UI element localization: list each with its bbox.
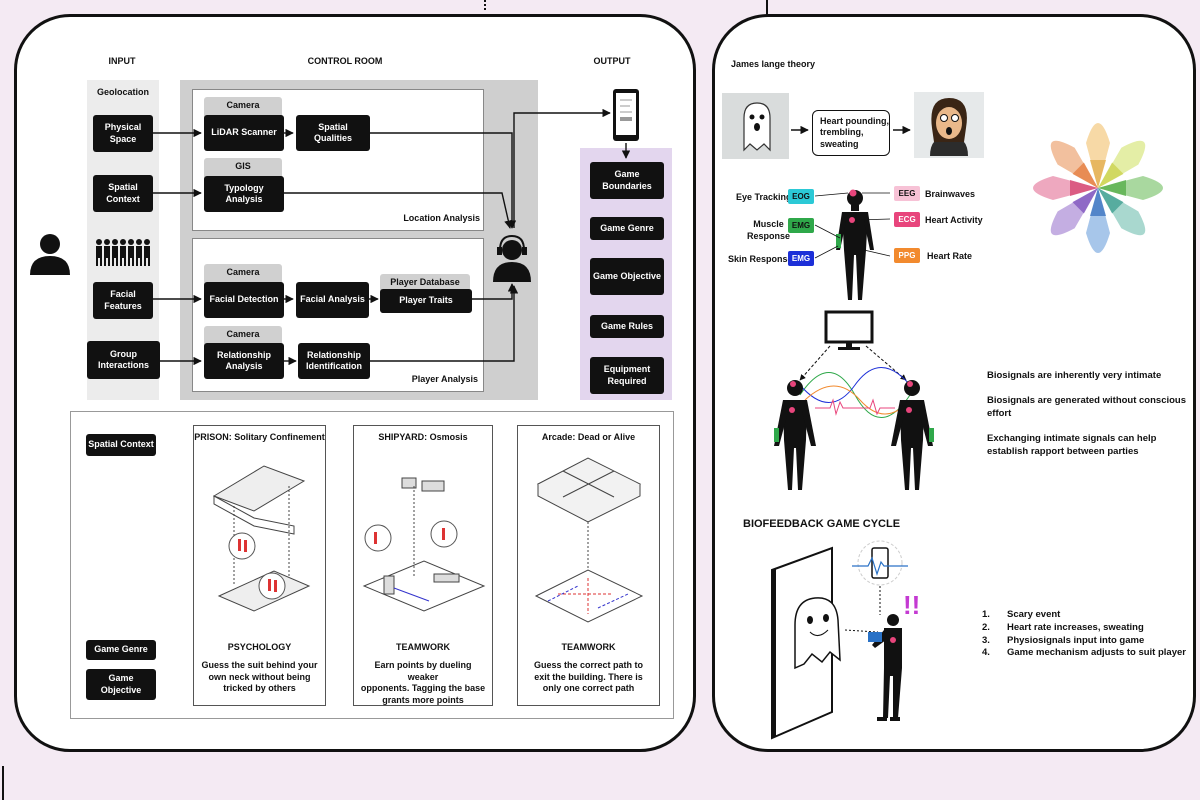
cycle-step-number: 2. [982,621,990,633]
geolocation-label: Geolocation [96,87,149,97]
case-card-title: SHIPYARD: Osmosis [378,432,468,442]
case-card-genre: TEAMWORK [396,642,450,652]
cycle-step-number: 1. [982,609,990,620]
case-spatial-context: Spatial Context [86,434,156,456]
cycle-step: 2. Heart rate increases, sweating [982,622,1186,635]
case-study-frame [70,411,674,719]
typology-analysis-box: Typology Analysis [204,176,284,212]
eog-badge: EOG [788,189,814,204]
prison-illustration [212,465,311,612]
physical-space-box: Physical Space [93,115,153,152]
facial-analysis-box: Facial Analysis [296,282,369,318]
case-game-genre: Game Genre [86,640,156,660]
emg-skin-badge: EMG [788,251,814,266]
case-card-shipyard: SHIPYARD: Osmosis TEAMWORK Earn points b… [353,425,493,706]
facial-features-box: Facial Features [93,282,153,319]
note-rapport: Exchanging intimate signals can help est… [987,433,1157,457]
output-game-boundaries: Game Boundaries [590,162,664,199]
case-card-desc: Earn points by dueling weaker opponents.… [360,660,486,706]
output-game-rules: Game Rules [590,315,664,338]
cycle-step-text: Scary event [1007,609,1061,620]
case-card-desc: Guess the correct path to exit the build… [533,660,644,694]
output-game-objective: Game Objective [590,258,664,295]
cycle-step-number: 4. [982,647,990,659]
shipyard-illustration [362,477,486,612]
relationship-analysis-box: Relationship Analysis [204,343,284,379]
reaction-bubble: Heart pounding, trembling, sweating [812,110,890,156]
lidar-scanner-box: LiDAR Scanner [204,115,284,151]
location-analysis-label: Location Analysis [403,213,480,223]
skin-response-label: Skin Response [728,254,793,264]
relationship-identification-box: Relationship Identification [298,343,370,379]
spatial-context-box: Spatial Context [93,175,153,212]
svg-text:!!: !! [903,590,920,620]
input-header: INPUT [108,56,136,66]
cycle-step: 4. Game mechanism adjusts to suit player [982,647,1186,660]
cycle-title: BIOFEEDBACK GAME CYCLE [743,518,901,530]
cycle-step: 1. Scary event [982,609,1186,622]
control-room-header: CONTROL ROOM [307,56,383,66]
bottom-divider-mark [2,766,4,800]
case-card-desc: Guess the suit behind your own neck with… [201,660,318,694]
eye-tracking-label: Eye Tracking [736,192,792,202]
case-card-title: Arcade: Dead or Alive [541,432,636,442]
player-analysis-label: Player Analysis [411,374,478,384]
note-unconscious: Biosignals are generated without conscio… [987,395,1187,419]
group-interactions-box: Group Interactions [87,341,160,379]
cycle-step-text: Heart rate increases, sweating [1007,621,1144,633]
cycle-step-text: Game mechanism adjusts to suit player [1007,647,1186,659]
output-header: OUTPUT [593,56,631,66]
top-divider-mark-right [766,0,768,18]
ppg-badge: PPG [894,248,920,263]
eeg-badge: EEG [894,186,920,201]
cycle-step-text: Physiosignals input into game [1007,634,1145,646]
player-traits-box: Player Traits [380,289,472,313]
theory-title: James lange theory [731,59,816,69]
note-intimate: Biosignals are inherently very intimate [987,370,1162,381]
heart-rate-label: Heart Rate [927,251,973,261]
spatial-qualities-box: Spatial Qualities [296,115,370,151]
output-equipment-required: Equipment Required [590,357,664,394]
case-card-genre: TEAMWORK [561,642,616,652]
cycle-step-number: 3. [982,634,990,646]
case-game-objective: Game Objective [86,669,156,700]
muscle-response-label: Muscle Response [747,219,791,241]
top-divider-mark [484,0,488,10]
heart-activity-label: Heart Activity [925,215,983,225]
output-game-genre: Game Genre [590,217,664,240]
case-card-title: PRISON: Solitary Confinement [194,432,325,442]
ecg-badge: ECG [894,212,920,227]
cycle-step: 3. Physiosignals input into game [982,635,1186,648]
cycle-steps: 1. Scary event 2. Heart rate increases, sw… [982,609,1186,660]
case-card-arcade: Arcade: Dead or Alive TEAMWORK Guess the… [517,425,660,706]
arcade-illustration [534,457,644,623]
case-card-prison: PRISON: Solitary Confinement PSYCHOLOGY … [193,425,326,706]
brainwaves-label: Brainwaves [925,189,976,199]
emg-muscle-badge: EMG [788,218,814,233]
facial-detection-box: Facial Detection [204,282,284,318]
case-card-genre: PSYCHOLOGY [227,642,292,652]
